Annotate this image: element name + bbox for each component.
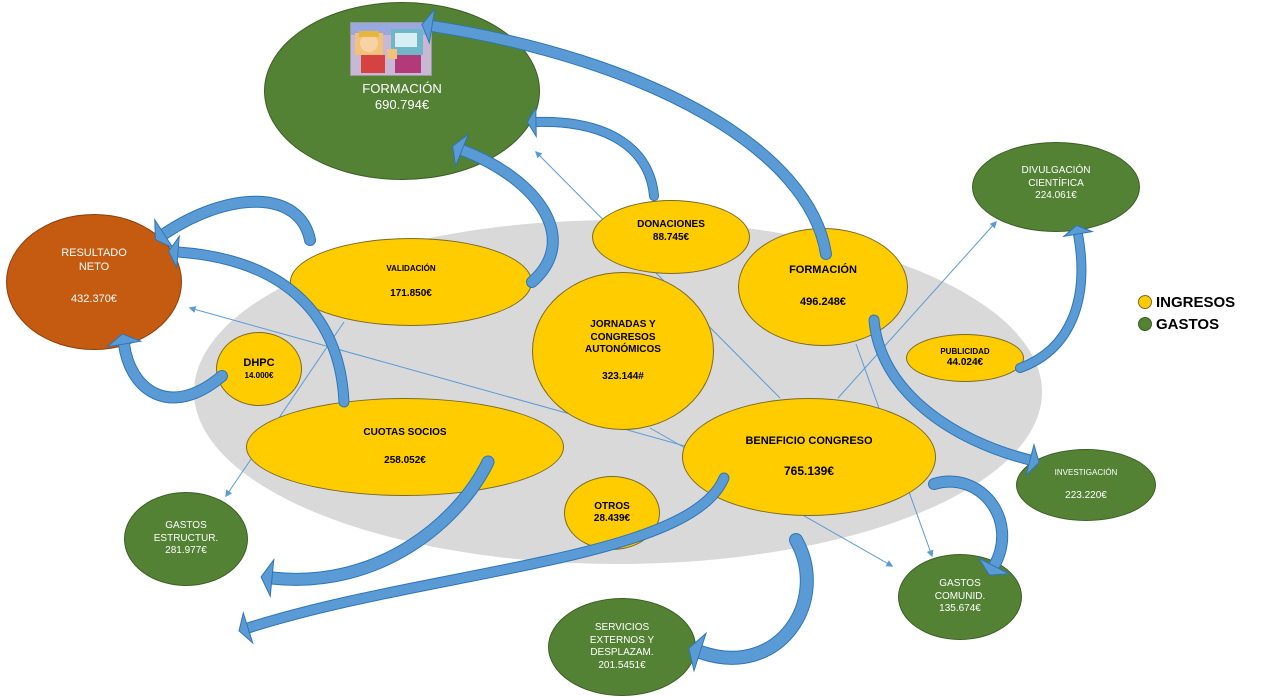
- resultado-neto-node[interactable]: RESULTADO NETO 432.370€: [6, 214, 182, 350]
- resultado-value: 432.370€: [71, 292, 117, 305]
- beneficio-value: 765.139€: [783, 464, 835, 479]
- divulgacion-label-1: DIVULGACIÓN: [1021, 165, 1091, 176]
- legend-gastos-swatch: [1138, 317, 1152, 331]
- donaciones-node[interactable]: DONACIONES 88.745€: [592, 200, 750, 274]
- otros-value: 28.439€: [593, 513, 631, 524]
- formacion-ingreso-node[interactable]: FORMACIÓN 496.248€: [738, 228, 908, 346]
- otros-node[interactable]: OTROS 28.439€: [564, 476, 660, 550]
- servicios-label-1: SERVICIOS: [594, 622, 650, 633]
- servicios-externos-node[interactable]: SERVICIOS EXTERNOS Y DESPLAZAM. 201.5451…: [548, 598, 696, 696]
- publicidad-node[interactable]: PUBLICIDAD 44.024€: [906, 334, 1024, 382]
- formacion-ingreso-value: 496.248€: [800, 296, 846, 308]
- jornadas-congresos-node[interactable]: JORNADAS Y CONGRESOS AUTONÓMICOS 323.144…: [532, 272, 714, 430]
- beneficio-congreso-node[interactable]: BENEFICIO CONGRESO 765.139€: [682, 398, 936, 516]
- comunid-value: 135.674€: [939, 603, 981, 615]
- legend-ingresos-swatch: [1138, 295, 1152, 309]
- servicios-label-3: DESPLAZAM.: [590, 647, 654, 658]
- legend-item-gastos: GASTOS: [1138, 313, 1235, 335]
- legend-ingresos-label: INGRESOS: [1156, 293, 1236, 311]
- validacion-label: VALIDACIÓN: [386, 263, 436, 273]
- donaciones-value: 88.745€: [652, 231, 690, 243]
- servicios-label-2: EXTERNOS Y: [589, 634, 655, 646]
- publicidad-label: PUBLICIDAD: [940, 346, 990, 356]
- dhpc-value: 14.000€: [244, 370, 274, 380]
- formacion-gasto-value: 690.794€: [374, 97, 430, 113]
- divulgacion-cientifica-node[interactable]: DIVULGACIÓN CIENTÍFICA 224.061€: [972, 142, 1140, 232]
- donaciones-label: DONACIONES: [637, 219, 705, 230]
- divulgacion-value: 224.061€: [1035, 190, 1077, 201]
- resultado-label-2: NETO: [78, 260, 110, 273]
- validacion-value: 171.850€: [390, 287, 432, 299]
- investigacion-label: INVESTIGACIÓN: [1054, 467, 1118, 477]
- formacion-gasto-label: FORMACIÓN: [362, 81, 442, 96]
- divulgacion-label-2: CIENTÍFICA: [1028, 177, 1084, 189]
- cuotas-socios-node[interactable]: CUOTAS SOCIOS 258.052€: [246, 398, 564, 496]
- jornadas-label-2: CONGRESOS: [590, 331, 656, 343]
- estructura-label-1: GASTOS: [165, 520, 207, 532]
- investigacion-node[interactable]: INVESTIGACIÓN 223.220€: [1016, 449, 1156, 521]
- comunid-label-2: COMUNID.: [934, 590, 986, 602]
- cuotas-label: CUOTAS SOCIOS: [363, 426, 447, 438]
- legend-item-ingresos: INGRESOS: [1138, 291, 1235, 313]
- cartoon-thumbnail-image: [350, 22, 432, 76]
- gastos-estructura-node[interactable]: GASTOS ESTRUCTUR. 281.977€: [124, 492, 248, 586]
- estructura-value: 281.977€: [165, 545, 207, 557]
- jornadas-value: 323.144#: [602, 370, 644, 382]
- comunid-label-1: GASTOS: [939, 578, 981, 590]
- legend-gastos-label: GASTOS: [1156, 315, 1220, 333]
- otros-label: OTROS: [594, 500, 630, 512]
- resultado-label-1: RESULTADO: [61, 247, 127, 259]
- dhpc-label: DHPC: [243, 357, 275, 370]
- estructura-label-2: ESTRUCTUR.: [153, 532, 219, 544]
- servicios-value: 201.5451€: [598, 659, 646, 671]
- jornadas-label-3: AUTONÓMICOS: [585, 344, 661, 355]
- gastos-comunid-node[interactable]: GASTOS COMUNID. 135.674€: [898, 554, 1022, 640]
- investigacion-value: 223.220€: [1065, 489, 1107, 501]
- publicidad-value: 44.024€: [946, 356, 984, 368]
- validacion-node[interactable]: VALIDACIÓN 171.850€: [290, 238, 532, 326]
- beneficio-label: BENEFICIO CONGRESO: [745, 434, 873, 447]
- dhpc-node[interactable]: DHPC 14.000€: [216, 332, 302, 406]
- formacion-ingreso-label: FORMACIÓN: [789, 264, 857, 277]
- cuotas-value: 258.052€: [384, 455, 426, 466]
- jornadas-label-1: JORNADAS Y: [590, 319, 656, 330]
- legend: INGRESOS GASTOS: [1138, 291, 1235, 335]
